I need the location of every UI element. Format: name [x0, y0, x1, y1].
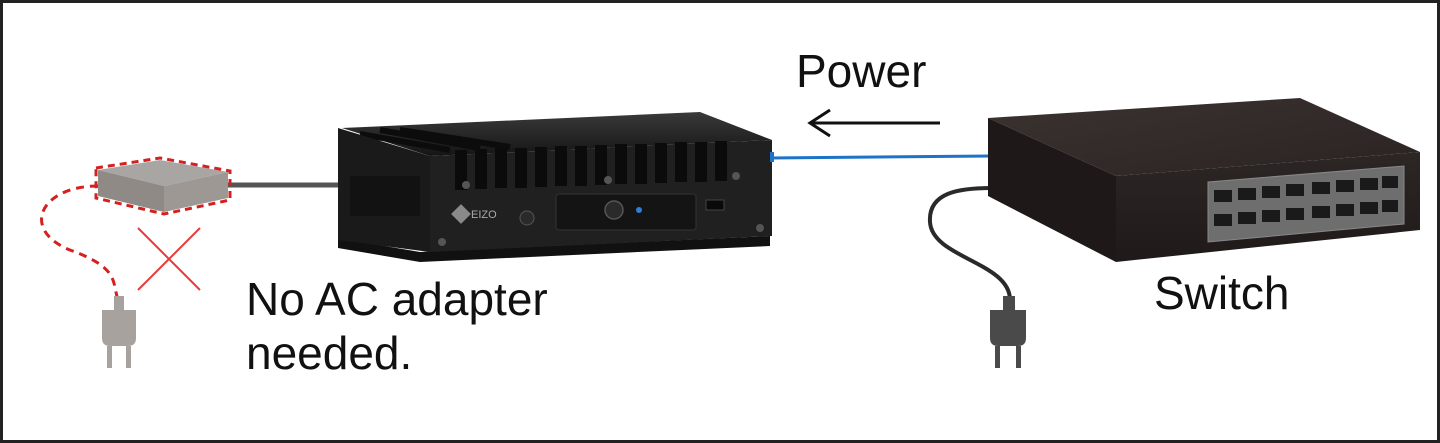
lan-cable: [769, 154, 993, 160]
arrow-left-icon: [807, 108, 940, 138]
power-plug-icon-left: [102, 296, 136, 368]
switch-label: Switch: [1154, 267, 1290, 319]
cross-icon: [137, 227, 201, 291]
no-adapter-line-2: needed.: [246, 327, 413, 379]
no-adapter-line-1: No AC adapter: [246, 273, 548, 325]
no-adapter-caption: No AC adapter needed.: [246, 272, 548, 380]
mini-pc-device: EIZO: [338, 112, 774, 262]
power-plug-icon-right: [990, 296, 1026, 368]
power-label: Power: [796, 45, 927, 97]
device-brand-logo: EIZO: [471, 209, 497, 221]
ac-adapter-icon: [40, 156, 338, 301]
poe-switch-device: [927, 98, 1420, 301]
